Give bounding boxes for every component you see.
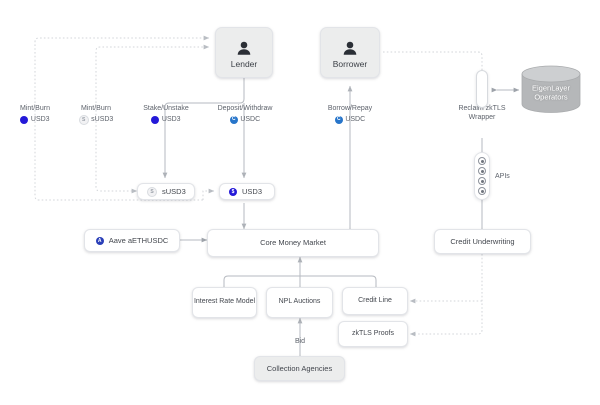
node-label: Credit Line [358,296,392,304]
edge-label-text: Bid [294,338,306,345]
usd3-token-icon [20,115,29,124]
usd3-token-icon: $ [229,187,237,196]
token-chip-usd3[interactable]: $ USD3 [219,183,275,200]
node-interest-rate-model[interactable]: Interest Rate Model [192,287,257,318]
cylinder-icon [521,65,581,113]
edge-token-label: USD3 [161,115,181,123]
node-label: Interest Rate Model [193,298,256,306]
edge-label-bid: Bid [284,337,316,346]
api-record-icon [478,187,486,195]
edge-label-text: Mint/Burn [81,105,111,112]
edge-label-text: Mint/Burn [20,105,50,112]
node-core-money-market[interactable]: Core Money Market [207,229,379,257]
edge-token-label: sUSD3 [91,116,114,124]
node-npl-auctions[interactable]: NPL Auctions [266,287,333,318]
edge-label-borrow-repay: Borrow/Repay C USDC [310,104,390,124]
susd3-token-icon: S [147,186,157,197]
edge-label-text: Stake/Unstake [143,105,189,112]
api-target-icon [478,167,486,175]
actor-borrower[interactable]: Borrower [320,27,380,78]
actor-lender[interactable]: Lender [215,27,273,78]
edge-label-text: Deposit/Withdraw [217,105,273,112]
edge-label-text: Reclaim zkTLS [458,105,506,112]
actor-lender-label: Lender [230,59,258,70]
token-chip-susd3[interactable]: S sUSD3 [137,183,195,200]
node-credit-line[interactable]: Credit Line [342,287,408,315]
aave-token-icon: A [95,236,104,245]
token-chip-label: sUSD3 [162,187,186,196]
node-collection-agencies[interactable]: Collection Agencies [254,356,345,381]
usd3-token-icon [151,115,160,124]
node-label: Collection Agencies [266,363,333,373]
node-label: zkTLS Proofs [351,329,394,337]
person-icon [343,41,357,55]
usdc-token-icon: C [229,115,238,124]
edge-label-text-2: Wrapper [468,114,496,122]
node-credit-underwriting[interactable]: Credit Underwriting [434,229,531,254]
api-gear-icon [478,157,486,165]
token-chip-label: USD3 [242,187,263,196]
node-label: Credit Underwriting [450,236,515,246]
edge-token-label: USD3 [30,115,50,123]
node-zktls-proofs[interactable]: zkTLS Proofs [338,321,408,347]
apis-pill[interactable] [474,152,490,200]
node-label: Core Money Market [260,238,326,248]
susd3-token-icon: S [78,114,89,125]
node-label: NPL Auctions [278,298,321,306]
edge-label-reclaim-zktls: Reclaim zkTLS Wrapper [442,104,522,123]
person-icon [237,41,251,55]
actor-borrower-label: Borrower [332,59,368,70]
edge-label-deposit-withdraw: Deposit/Withdraw C USDC [203,104,287,124]
node-aave-aethusdc[interactable]: A Aave aETHUSDC [84,229,180,252]
edge-token-label: USDC [345,115,366,123]
edge-label-stake-unstake: Stake/Unstake USD3 [126,104,206,124]
usdc-token-icon: C [334,115,343,124]
apis-label: APIs [495,173,510,180]
edge-label-text: Borrow/Repay [327,105,373,112]
edge-label-mint-burn-usd3: Mint/Burn USD3 [0,104,70,124]
api-grid-icon [478,177,486,185]
edge-label-mint-burn-susd3: Mint/Burn S sUSD3 [61,104,131,125]
zktls-wrapper-capsule[interactable] [476,70,488,108]
node-label: Aave aETHUSDC [108,236,169,245]
edge-token-label: USDC [240,115,261,123]
